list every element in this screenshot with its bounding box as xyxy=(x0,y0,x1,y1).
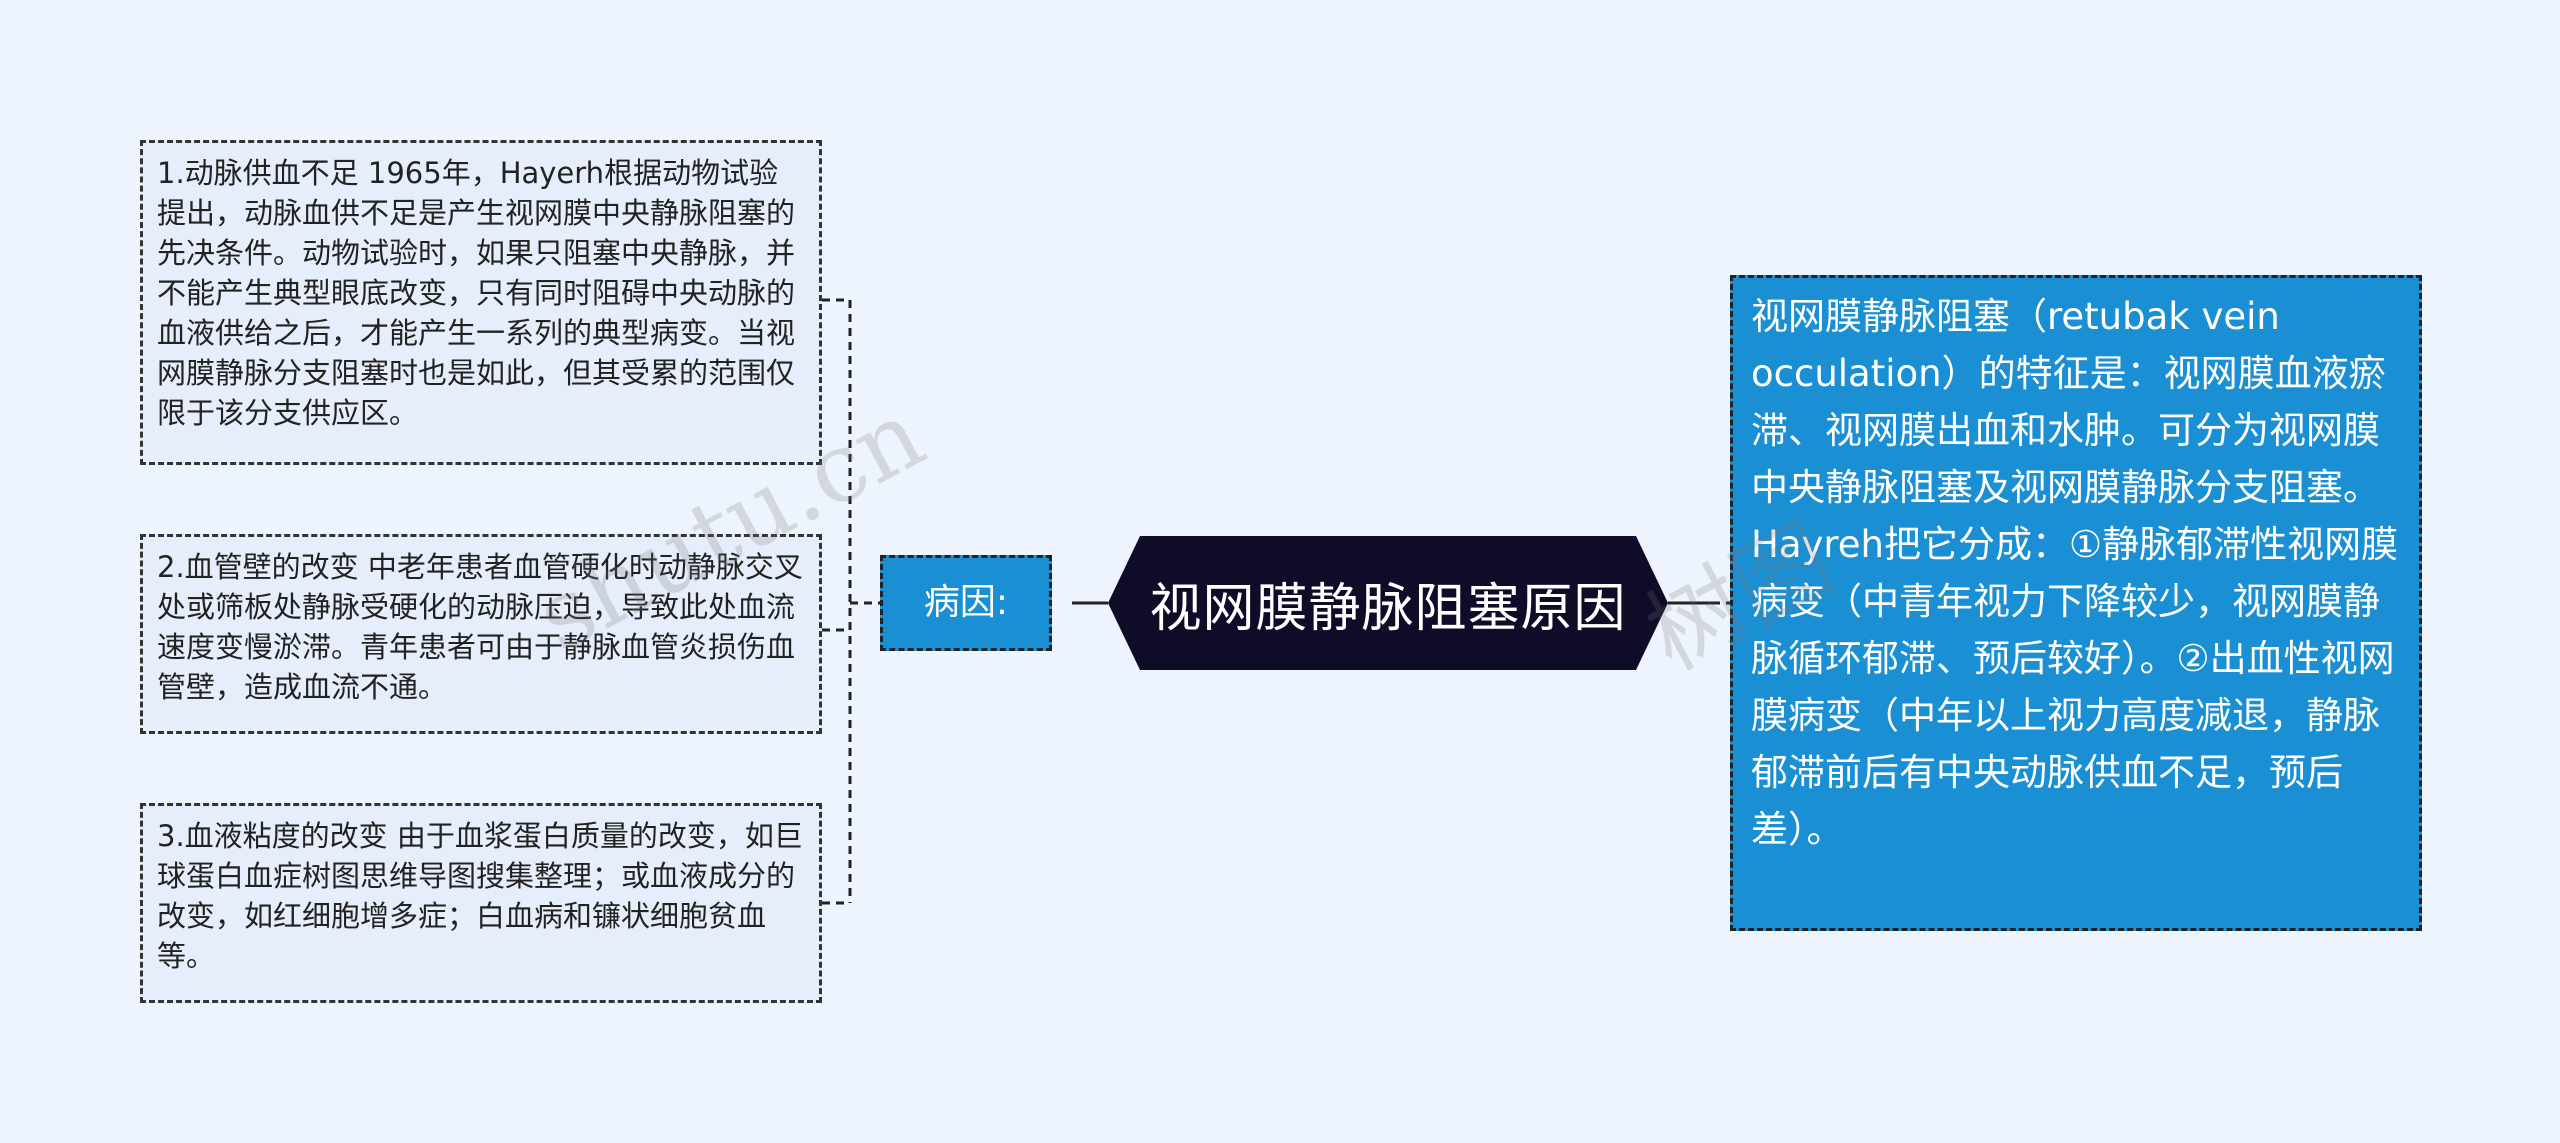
definition-node[interactable]: 视网膜静脉阻塞（retubak vein occulation）的特征是：视网膜… xyxy=(1730,275,2422,931)
cause-item-3[interactable]: 3.血液粘度的改变 由于血浆蛋白质量的改变，如巨球蛋白血症树图思维导图搜集整理；… xyxy=(140,803,822,1003)
cause-item-3-text: 3.血液粘度的改变 由于血浆蛋白质量的改变，如巨球蛋白血症树图思维导图搜集整理；… xyxy=(157,819,803,973)
cause-node[interactable]: 病因: xyxy=(880,555,1052,651)
cause-item-1-text: 1.动脉供血不足 1965年，Hayerh根据动物试验提出，动脉血供不足是产生视… xyxy=(157,156,796,430)
definition-node-text: 视网膜静脉阻塞（retubak vein occulation）的特征是：视网膜… xyxy=(1751,295,2399,851)
cause-item-2[interactable]: 2.血管壁的改变 中老年患者血管硬化时动静脉交叉处或筛板处静脉受硬化的动脉压迫，… xyxy=(140,534,822,734)
center-node-title: 视网膜静脉阻塞原因 xyxy=(1149,578,1627,639)
cause-item-2-text: 2.血管壁的改变 中老年患者血管硬化时动静脉交叉处或筛板处静脉受硬化的动脉压迫，… xyxy=(157,550,803,704)
center-node-shape xyxy=(1108,536,1668,670)
cause-node-label: 病因: xyxy=(923,582,1009,623)
center-node[interactable]: 视网膜静脉阻塞原因 xyxy=(1108,536,1668,670)
cause-item-1[interactable]: 1.动脉供血不足 1965年，Hayerh根据动物试验提出，动脉血供不足是产生视… xyxy=(140,140,822,465)
